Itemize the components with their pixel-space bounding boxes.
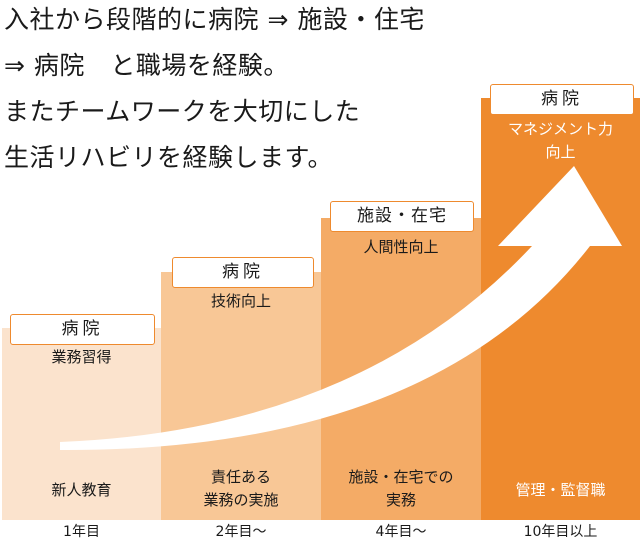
skill-text: マネジメント力 xyxy=(507,120,613,138)
stage-3-skill-top: 人間性向上 xyxy=(321,236,481,259)
skill-text: 管理・監督職 xyxy=(515,481,606,499)
skill-text: 責任ある xyxy=(210,468,271,486)
intro-text: 入社から段階的に病院 ⇒ 施設・住宅 ⇒ 病院 と職場を経験。 またチームワーク… xyxy=(4,0,425,184)
intro-line: ⇒ 病院 と職場を経験。 xyxy=(4,51,289,80)
stage-3-skill-bottom: 施設・在宅での 実務 xyxy=(321,466,481,512)
stage-2-place-badge: 病院 xyxy=(172,257,314,288)
intro-line: 入社から段階的に病院 ⇒ 施設・住宅 xyxy=(4,5,425,34)
stage-4-column: マネジメント力 向上 管理・監督職 xyxy=(481,98,640,520)
stage-4-skill-bottom: 管理・監督職 xyxy=(481,479,640,502)
skill-text: 人間性向上 xyxy=(363,238,439,256)
intro-line: またチームワークを大切にした xyxy=(4,97,361,126)
stage-4-skill-top: マネジメント力 向上 xyxy=(481,118,640,164)
stage-1-column: 業務習得 新人教育 xyxy=(2,328,161,520)
stage-4-place-badge: 病院 xyxy=(490,84,634,115)
stage-3-year-label: 4年目〜 xyxy=(375,524,427,540)
stage-2-column: 技術向上 責任ある 業務の実施 xyxy=(161,272,321,520)
skill-text: 向上 xyxy=(545,143,576,161)
intro-line: 生活リハビリを経験します。 xyxy=(4,143,334,172)
skill-text: 業務習得 xyxy=(51,348,112,366)
skill-text: 施設・在宅での xyxy=(348,468,454,486)
skill-text: 新人教育 xyxy=(51,481,112,499)
stage-1-year-label: 1年目 xyxy=(63,524,100,540)
stage-2-year-label: 2年目〜 xyxy=(215,524,267,540)
stage-1-skill-top: 業務習得 xyxy=(2,346,161,369)
skill-text: 技術向上 xyxy=(210,292,271,310)
stage-3-column: 人間性向上 施設・在宅での 実務 xyxy=(321,218,481,520)
stage-4-year-label: 10年目以上 xyxy=(523,524,598,540)
stage-3-place-badge: 施設・在宅 xyxy=(330,201,474,232)
skill-text: 実務 xyxy=(385,491,416,509)
stage-1-place-badge: 病院 xyxy=(10,314,155,345)
stage-2-skill-top: 技術向上 xyxy=(161,290,321,313)
skill-text: 業務の実施 xyxy=(203,491,279,509)
stage-2-skill-bottom: 責任ある 業務の実施 xyxy=(161,466,321,512)
stage-1-skill-bottom: 新人教育 xyxy=(2,479,161,502)
